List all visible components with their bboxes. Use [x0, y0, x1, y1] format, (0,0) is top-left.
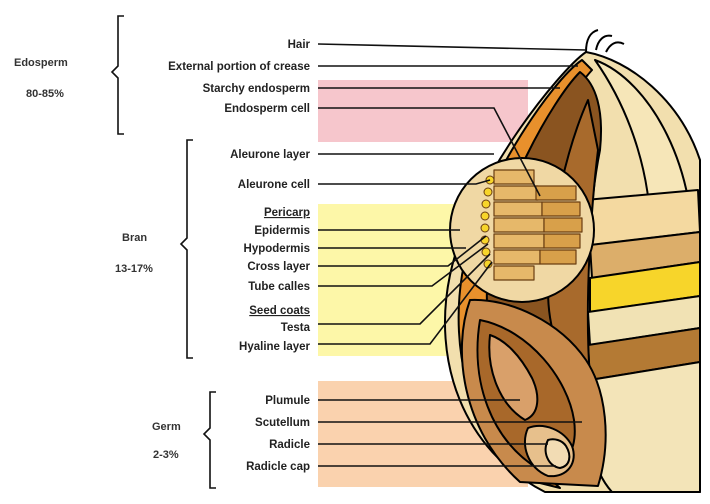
- label-radicle-cap: Radicle cap: [246, 461, 310, 473]
- label-hypodermis: Hypodermis: [244, 243, 310, 255]
- label-testa: Testa: [281, 322, 311, 334]
- label-tube-calles: Tube calles: [248, 281, 310, 293]
- label-seed-coats: Seed coats: [249, 305, 310, 317]
- label-radicle: Radicle: [269, 439, 310, 451]
- label-cross-layer: Cross layer: [247, 261, 310, 273]
- endosperm-band: [318, 80, 528, 142]
- germ-group-percent: 2-3%: [153, 449, 179, 461]
- label-plumule: Plumule: [265, 395, 310, 407]
- kernel-hairs: [586, 30, 624, 52]
- endosperm-group-name: Edosperm: [14, 57, 68, 69]
- bran-bracket: [181, 140, 193, 358]
- bran-group-name: Bran: [122, 232, 147, 244]
- bran-band: [318, 204, 458, 356]
- endosperm-bracket: [112, 16, 124, 134]
- label-epidermis: Epidermis: [254, 225, 310, 237]
- hair-leader: [318, 44, 586, 50]
- bran-group-percent: 13-17%: [115, 263, 153, 275]
- group-brackets: [112, 16, 216, 488]
- germ-group-name: Germ: [152, 421, 181, 433]
- label-hyaline-layer: Hyaline layer: [239, 341, 310, 353]
- germ-bracket: [204, 392, 216, 488]
- aleurone-cell-leader: [318, 180, 490, 184]
- label-hair: Hair: [288, 39, 311, 51]
- label-aleurone-cell: Aleurone cell: [238, 179, 310, 191]
- label-endosperm-cell: Endosperm cell: [224, 103, 310, 115]
- magnified-cells: [494, 170, 582, 280]
- endosperm-group-percent: 80-85%: [26, 88, 64, 100]
- label-pericarp: Pericarp: [264, 207, 310, 219]
- label-external-crease: External portion of crease: [168, 61, 310, 73]
- label-starchy-endosperm: Starchy endosperm: [203, 83, 310, 95]
- label-scutellum: Scutellum: [255, 417, 310, 429]
- label-aleurone-layer: Aleurone layer: [230, 149, 310, 161]
